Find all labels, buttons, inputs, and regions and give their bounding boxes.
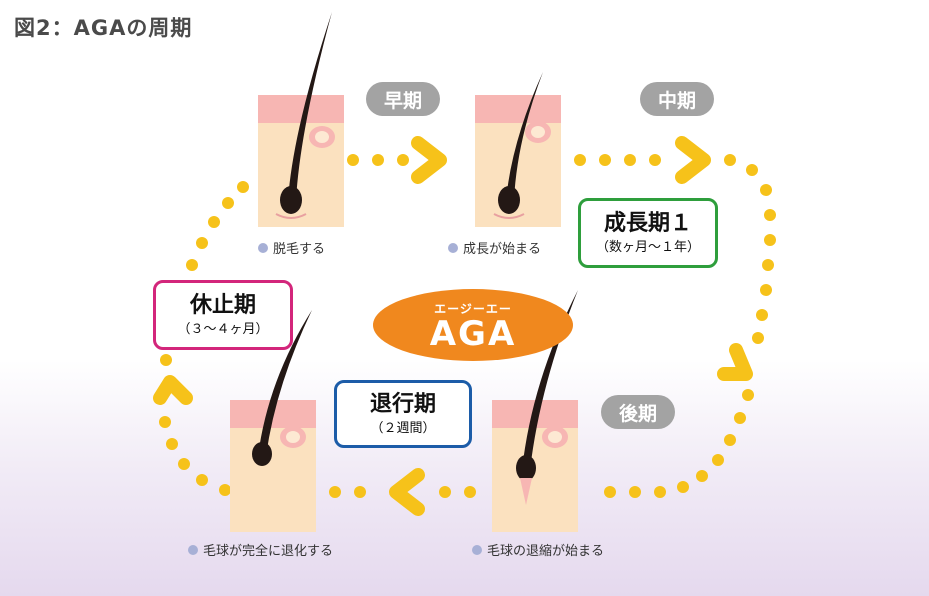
stage-catagen-label: 退行期 [370, 394, 436, 416]
stage-telogen-box: 休止期 （３〜４ヶ月） [153, 280, 293, 350]
caption-complete-regression: 毛球が完全に退化する [188, 540, 333, 559]
bullet-icon [472, 545, 482, 555]
caption-complete-regression-text: 毛球が完全に退化する [203, 540, 333, 559]
bullet-icon [448, 243, 458, 253]
phase-early-badge: 早期 [366, 82, 440, 116]
follicle-growth-illustration [475, 72, 561, 227]
stage-anagen-duration: （数ヶ月〜１年） [596, 241, 700, 254]
stage-catagen-box: 退行期 （２週間） [334, 380, 472, 448]
arrow-left-icon [396, 475, 418, 509]
stage-catagen-duration: （２週間） [370, 422, 435, 435]
aga-label: AGA [430, 317, 517, 351]
stage-anagen-label: 成長期１ [604, 213, 692, 235]
aga-center-badge: エージーエー AGA [373, 289, 573, 361]
caption-growth-start: 成長が始まる [448, 238, 541, 257]
stage-anagen-box: 成長期１ （数ヶ月〜１年） [578, 198, 718, 268]
phase-middle-badge: 中期 [640, 82, 714, 116]
arrow-up-icon [160, 382, 186, 398]
caption-shedding: 脱毛する [258, 238, 325, 257]
caption-growth-start-text: 成長が始まる [463, 238, 541, 257]
bullet-icon [188, 545, 198, 555]
stage-telogen-duration: （３〜４ヶ月） [177, 323, 268, 336]
arrow-right-icon [418, 143, 440, 177]
arrow-down-icon [724, 350, 746, 374]
phase-late-badge: 後期 [601, 395, 675, 429]
caption-shrink-start-text: 毛球の退縮が始まる [487, 540, 604, 559]
arrow-right-icon [682, 143, 704, 177]
follicle-shedding-illustration [258, 12, 344, 227]
caption-shrink-start: 毛球の退縮が始まる [472, 540, 604, 559]
caption-shedding-text: 脱毛する [273, 238, 325, 257]
stage-telogen-label: 休止期 [190, 295, 256, 317]
bullet-icon [258, 243, 268, 253]
